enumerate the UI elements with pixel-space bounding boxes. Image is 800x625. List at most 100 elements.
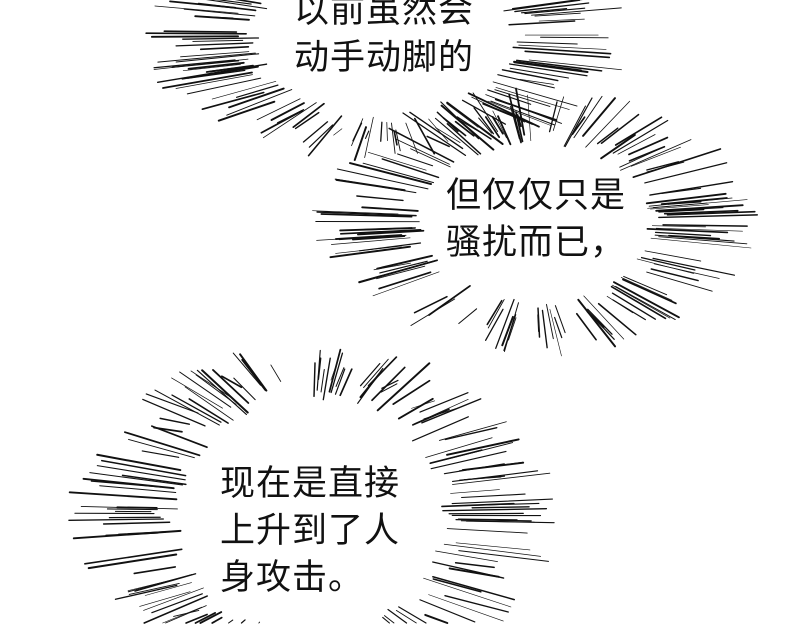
- burst-line-3: [320, 369, 325, 393]
- burst-line-1: [495, 87, 570, 110]
- bubble-3-line-1: 现在是直接: [220, 464, 401, 504]
- burst-line-1: [503, 0, 581, 12]
- burst-line-1: [192, 39, 244, 42]
- burst-line-1: [446, 101, 504, 145]
- bubble-2-line-2: 骚扰而已，: [446, 223, 627, 263]
- burst-line-2: [508, 93, 522, 144]
- burst-line-2: [473, 107, 495, 135]
- burst-line-1: [353, 126, 367, 161]
- burst-line-2: [454, 120, 475, 137]
- burst-line-2: [546, 303, 554, 340]
- burst-line-2: [362, 162, 435, 184]
- burst-line-1: [352, 122, 363, 142]
- burst-line-2: [614, 116, 663, 146]
- burst-line-3: [363, 358, 389, 388]
- burst-line-1: [175, 53, 260, 63]
- burst-line-2: [663, 209, 739, 215]
- burst-line-1: [302, 121, 329, 143]
- burst-line-3: [82, 477, 175, 490]
- burst-line-2: [549, 309, 562, 357]
- burst-line-3: [367, 356, 398, 387]
- burst-line-3: [96, 453, 182, 472]
- burst-line-3: [151, 593, 203, 614]
- burst-line-2: [613, 281, 680, 319]
- burst-line-3: [398, 606, 427, 624]
- burst-line-3: [313, 362, 316, 398]
- burst-line-3: [454, 562, 495, 569]
- burst-line-1: [414, 117, 436, 155]
- burst-line-2: [515, 87, 526, 136]
- burst-line-3: [96, 465, 186, 481]
- burst-line-3: [89, 472, 184, 486]
- burst-line-2: [658, 236, 748, 245]
- burst-line-2: [491, 116, 504, 135]
- burst-line-1: [442, 117, 467, 137]
- burst-line-3: [442, 507, 548, 512]
- burst-line-2: [662, 224, 748, 227]
- burst-line-3: [458, 550, 549, 562]
- burst-line-2: [611, 292, 657, 320]
- burst-line-2: [623, 275, 668, 296]
- burst-line-1: [467, 92, 540, 128]
- burst-line-3: [459, 461, 524, 471]
- burst-line-1: [260, 109, 304, 134]
- burst-line-2: [658, 214, 758, 219]
- burst-line-1: [446, 103, 479, 128]
- burst-line-3: [68, 518, 164, 521]
- speech-bubble-3-text: 现在是直接 上升到了人 身攻击。: [220, 461, 400, 602]
- bubble-3-line-2: 上升到了人: [220, 511, 401, 551]
- burst-line-3: [435, 550, 498, 563]
- burst-line-2: [515, 111, 524, 143]
- burst-line-2: [563, 105, 586, 147]
- burst-line-3: [106, 508, 158, 511]
- burst-line-1: [199, 46, 250, 51]
- burst-line-3: [240, 619, 246, 624]
- burst-line-1: [308, 124, 334, 148]
- burst-line-2: [486, 299, 503, 326]
- burst-line-1: [183, 8, 256, 17]
- burst-line-1: [391, 122, 396, 154]
- burst-line-3: [444, 594, 509, 613]
- burst-line-3: [424, 613, 449, 624]
- burst-line-2: [446, 123, 482, 155]
- burst-line-1: [217, 100, 276, 122]
- burst-line-2: [573, 95, 603, 139]
- burst-line-3: [463, 476, 502, 481]
- burst-line-1: [209, 65, 253, 73]
- burst-line-3: [144, 582, 192, 596]
- burst-line-3: [188, 398, 229, 424]
- burst-line-2: [654, 231, 712, 237]
- burst-line-3: [429, 442, 514, 465]
- burst-line-1: [518, 44, 607, 50]
- burst-line-3: [99, 485, 177, 494]
- burst-line-1: [386, 122, 388, 141]
- burst-line-2: [600, 113, 640, 144]
- burst-line-3: [397, 397, 434, 420]
- burst-line-2: [379, 260, 428, 274]
- burst-line-3: [412, 408, 450, 426]
- burst-line-1: [508, 20, 576, 26]
- burst-line-3: [395, 609, 417, 624]
- burst-line-2: [410, 298, 456, 326]
- burst-line-2: [357, 229, 425, 236]
- burst-line-2: [615, 285, 676, 321]
- burst-line-2: [410, 148, 451, 168]
- burst-line-3: [165, 605, 207, 624]
- burst-line-3: [101, 459, 187, 477]
- burst-line-1: [226, 89, 293, 116]
- bubble-1-line-2: 动手动脚的: [294, 38, 475, 78]
- burst-line-2: [617, 134, 656, 155]
- burst-line-2: [650, 268, 699, 282]
- burst-line-2: [585, 100, 631, 148]
- burst-line-1: [228, 87, 285, 109]
- burst-line-2: [376, 265, 426, 280]
- burst-line-3: [419, 599, 476, 623]
- burst-line-2: [508, 317, 517, 341]
- burst-line-2: [435, 127, 461, 143]
- burst-line-2: [622, 278, 677, 305]
- burst-line-2: [600, 133, 636, 160]
- burst-line-2: [612, 284, 671, 319]
- burst-line-2: [668, 234, 721, 240]
- burst-line-2: [510, 106, 520, 140]
- burst-line-2: [630, 146, 681, 167]
